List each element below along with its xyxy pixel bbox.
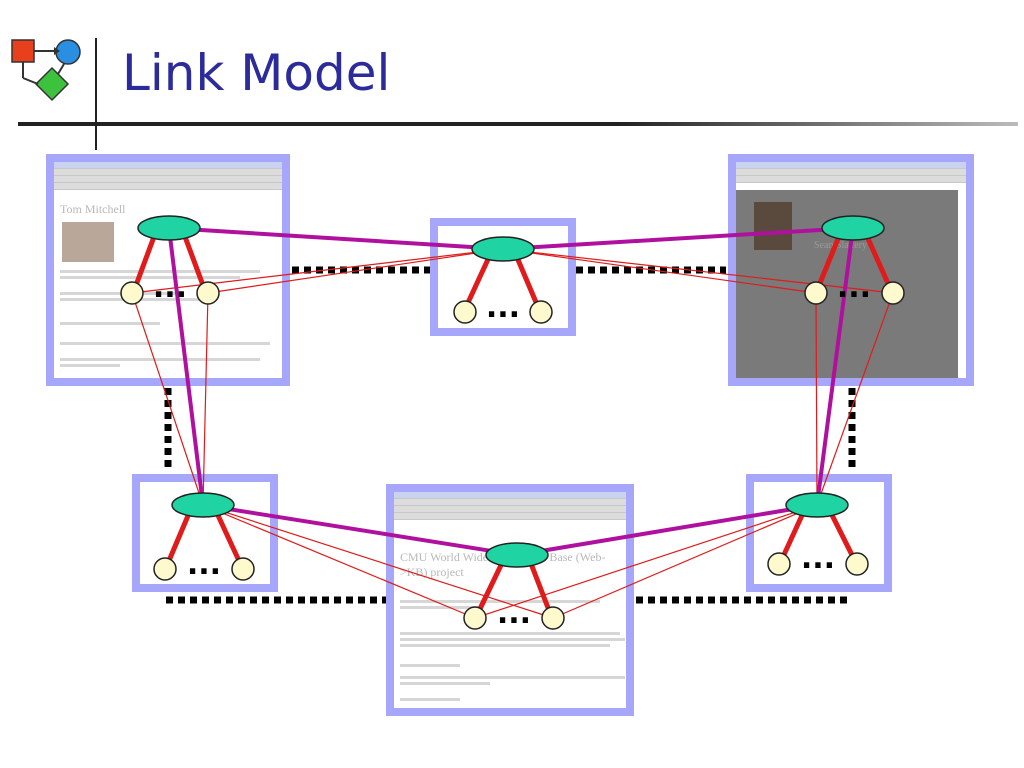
leaf-node <box>541 606 565 630</box>
leaf-node <box>529 300 553 324</box>
title-horizontal-rule <box>18 122 1018 126</box>
slide-title: Link Model <box>122 44 391 102</box>
hub-links <box>167 226 855 557</box>
hub-node-top-center <box>471 236 535 262</box>
hub-nodes <box>137 215 885 568</box>
thin-links <box>131 248 894 619</box>
leaf-node <box>881 281 905 305</box>
ellipsis-markers: ... ... ... ... ... ... <box>153 270 871 631</box>
page-photo <box>62 222 114 262</box>
hub-node-top-right <box>821 215 885 241</box>
page-frame-top-left: Tom Mitchell <box>46 154 290 386</box>
page-heading-top-left: Tom Mitchell <box>60 202 126 216</box>
leaf-node <box>231 557 255 581</box>
page-photo-right <box>754 202 792 250</box>
leaf-nodes <box>120 281 905 630</box>
ellipsis-bottom-left: ... <box>187 547 221 582</box>
thick-links <box>132 232 893 615</box>
leaf-node <box>196 281 220 305</box>
ellipsis-top-left: ... <box>153 270 187 305</box>
leaf-node <box>453 300 477 324</box>
page-frame-top-right: Sean Slattery <box>728 154 974 386</box>
ellipsis-bottom-right: ... <box>801 541 835 576</box>
leaf-node <box>463 606 487 630</box>
page-heading-top-right: Sean Slattery <box>814 240 868 251</box>
logo-icon <box>10 38 90 108</box>
leaf-node <box>153 557 177 581</box>
hub-node-bottom-center <box>485 542 549 568</box>
leaf-node <box>804 281 828 305</box>
ellipsis-top-center: ... <box>486 290 520 325</box>
leaf-node <box>120 281 144 305</box>
leaf-node <box>767 552 791 576</box>
hub-node-bottom-right <box>785 492 849 518</box>
ellipsis-top-right: ... <box>837 270 871 305</box>
hub-node-top-left <box>137 215 201 241</box>
title-vertical-rule <box>95 38 97 150</box>
hub-node-bottom-left <box>171 492 235 518</box>
ellipsis-bottom-center: ... <box>497 596 531 631</box>
leaf-node <box>845 552 869 576</box>
